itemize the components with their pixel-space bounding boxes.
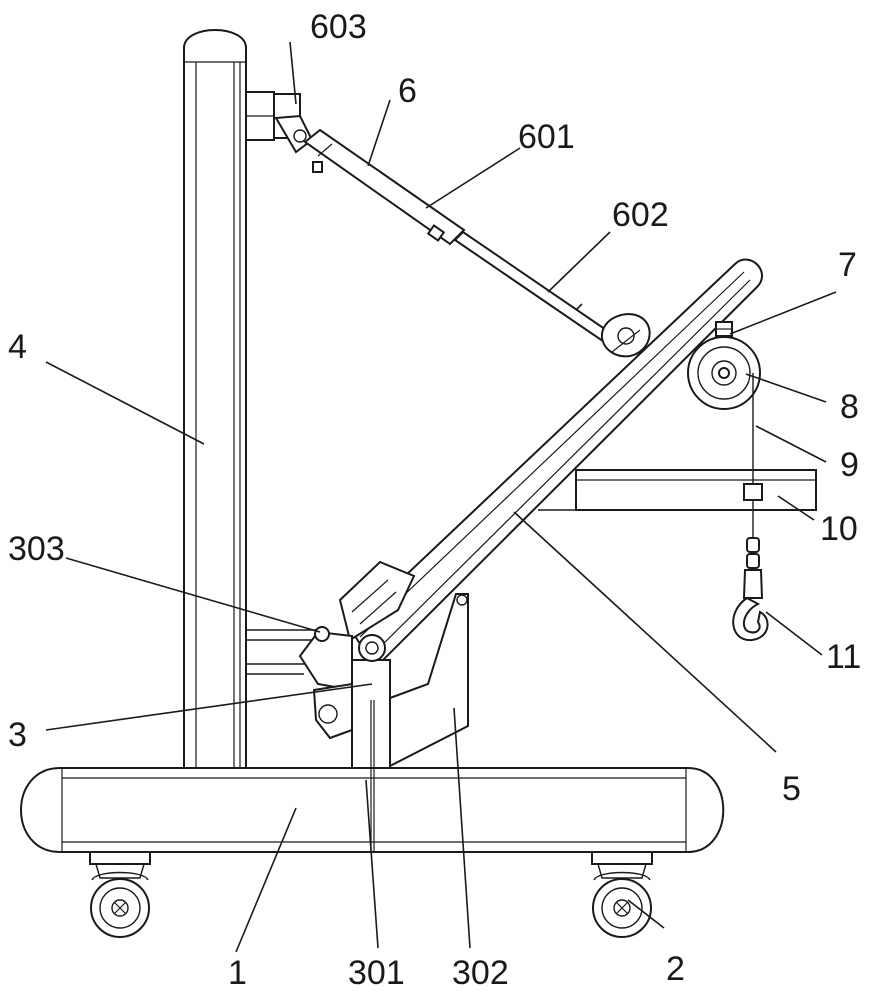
- platform: [538, 470, 816, 510]
- label-2: 2: [666, 950, 685, 988]
- label-9: 9: [840, 446, 859, 484]
- base-frame: [21, 768, 723, 852]
- label-8: 8: [840, 388, 859, 426]
- label-601: 601: [518, 118, 575, 156]
- boom-arm: [350, 260, 762, 668]
- label-7: 7: [838, 246, 857, 284]
- label-6: 6: [398, 72, 417, 110]
- top-bracket: [246, 92, 312, 152]
- right-caster: [592, 852, 652, 937]
- label-602: 602: [612, 196, 669, 234]
- label-3: 3: [8, 716, 27, 754]
- left-caster: [90, 852, 150, 937]
- label-11: 11: [826, 638, 861, 676]
- label-1: 1: [228, 954, 247, 992]
- label-302: 302: [452, 954, 509, 992]
- label-5: 5: [782, 770, 801, 808]
- column: [184, 30, 246, 768]
- hook: [733, 538, 767, 640]
- label-301: 301: [348, 954, 405, 992]
- label-303: 303: [8, 530, 65, 568]
- label-4: 4: [8, 328, 27, 366]
- label-603: 603: [310, 8, 367, 46]
- label-10: 10: [820, 510, 858, 548]
